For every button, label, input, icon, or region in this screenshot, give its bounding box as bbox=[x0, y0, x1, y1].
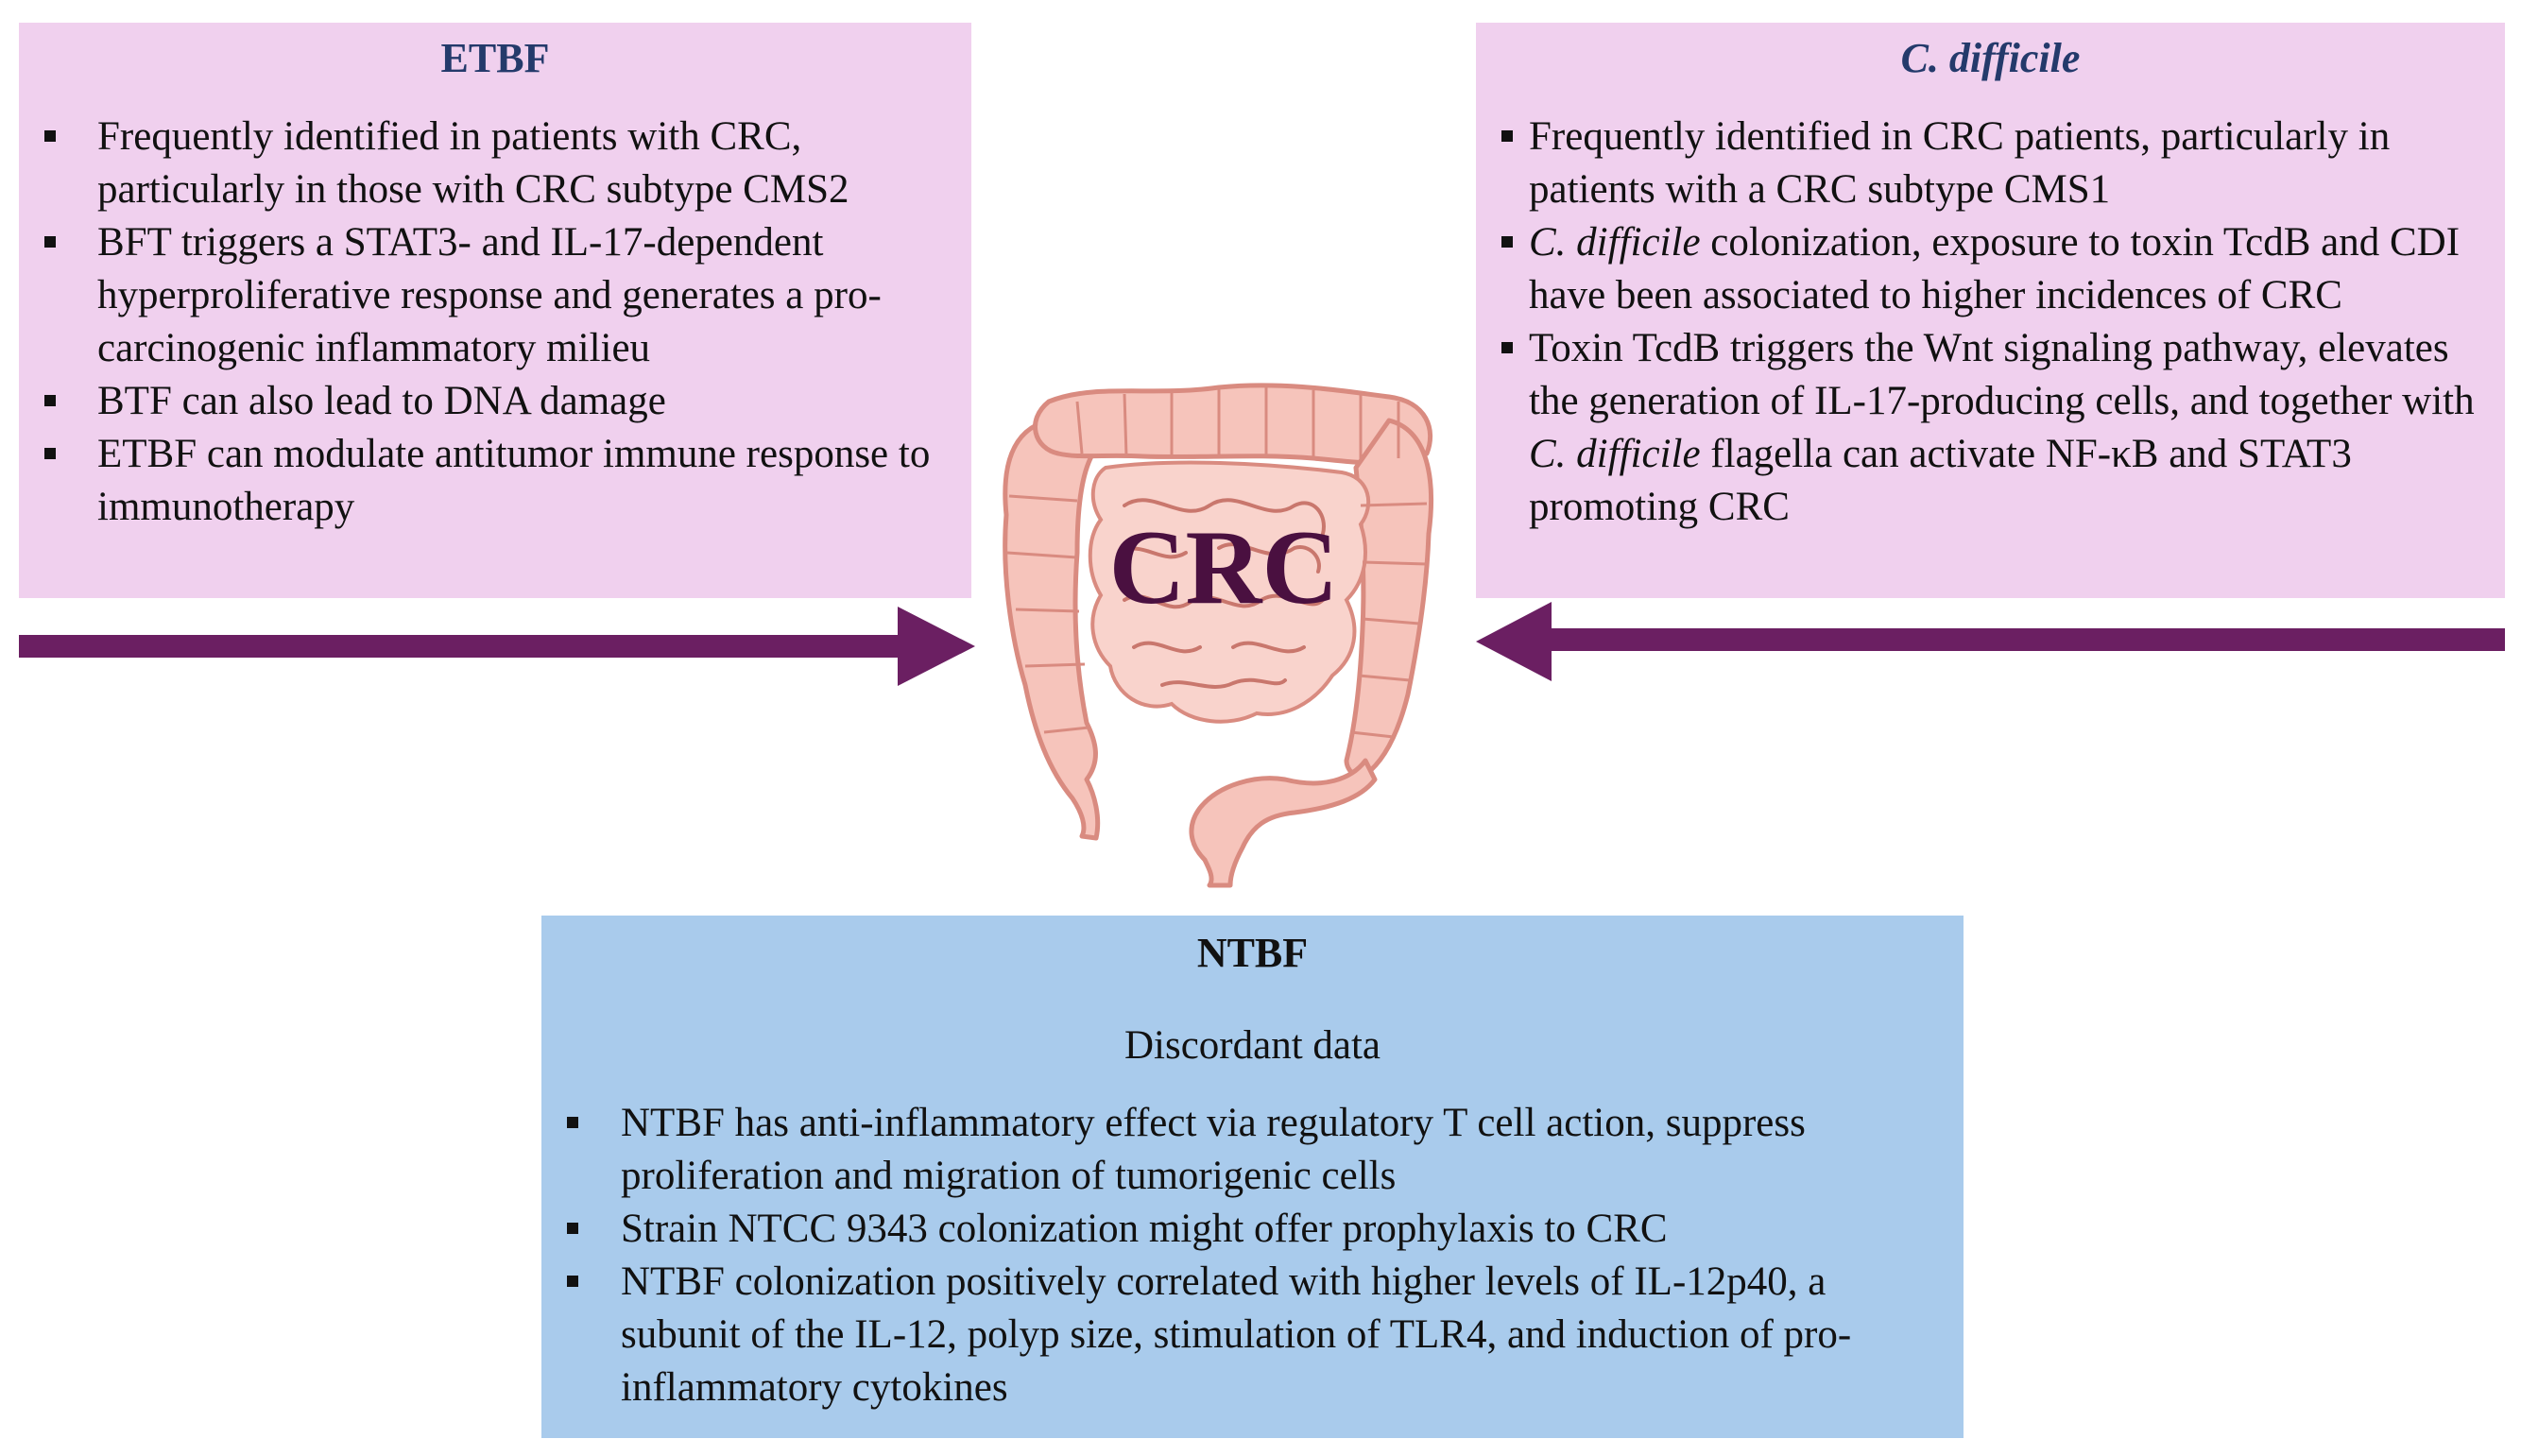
ntbf-subtitle: Discordant data bbox=[1123, 1023, 1381, 1068]
arrow-left-icon bbox=[1476, 602, 2505, 681]
list-item: NTBF colonization positively correlated … bbox=[541, 1256, 1888, 1414]
list-item: ETBF can modulate antitumor immune respo… bbox=[19, 428, 943, 534]
list-item: Frequently identified in patients with C… bbox=[19, 111, 943, 216]
list-item: Toxin TcdB triggers the Wnt signaling pa… bbox=[1476, 322, 2492, 534]
cdiff-bullet-3-end: flagella can activate NF-κB and STAT3 pr… bbox=[1529, 432, 2352, 529]
ntbf-title: NTBF bbox=[1196, 930, 1309, 976]
cdiff-title: C. difficile bbox=[1900, 35, 2081, 81]
etbf-box: ETBF Frequently identified in patients w… bbox=[19, 23, 971, 598]
arrow-right-icon bbox=[19, 607, 975, 686]
cdiff-bullet-1-text: Frequently identified in CRC patients, p… bbox=[1529, 114, 2391, 212]
list-item: Strain NTCC 9343 colonization might offe… bbox=[541, 1203, 1888, 1256]
crc-label: CRC bbox=[1108, 509, 1339, 626]
ntbf-box: NTBF Discordant data NTBF has anti-infla… bbox=[541, 916, 1964, 1438]
cdiff-bullet-2-text: colonization, exposure to toxin TcdB and… bbox=[1529, 220, 2461, 317]
list-item: C. difficile colonization, exposure to t… bbox=[1476, 216, 2492, 322]
list-item: Frequently identified in CRC patients, p… bbox=[1476, 111, 2492, 216]
cdiff-bullet-list: Frequently identified in CRC patients, p… bbox=[1476, 111, 2505, 534]
cdiff-bullet-2-italic: C. difficile bbox=[1529, 220, 1701, 265]
etbf-bullet-list: Frequently identified in patients with C… bbox=[19, 111, 971, 534]
cdiff-bullet-3-start: Toxin TcdB triggers the Wnt signaling pa… bbox=[1529, 326, 2475, 423]
list-item: BFT triggers a STAT3- and IL-17-dependen… bbox=[19, 216, 943, 375]
list-item: BTF can also lead to DNA damage bbox=[19, 375, 943, 428]
cdiff-box: C. difficile Frequently identified in CR… bbox=[1476, 23, 2505, 598]
list-item: NTBF has anti-inflammatory effect via re… bbox=[541, 1097, 1888, 1203]
cdiff-bullet-3-italic: C. difficile bbox=[1529, 432, 1701, 476]
ntbf-bullet-list: NTBF has anti-inflammatory effect via re… bbox=[541, 1097, 1964, 1414]
large-intestine-icon bbox=[1003, 383, 1434, 888]
etbf-title: ETBF bbox=[440, 35, 550, 81]
